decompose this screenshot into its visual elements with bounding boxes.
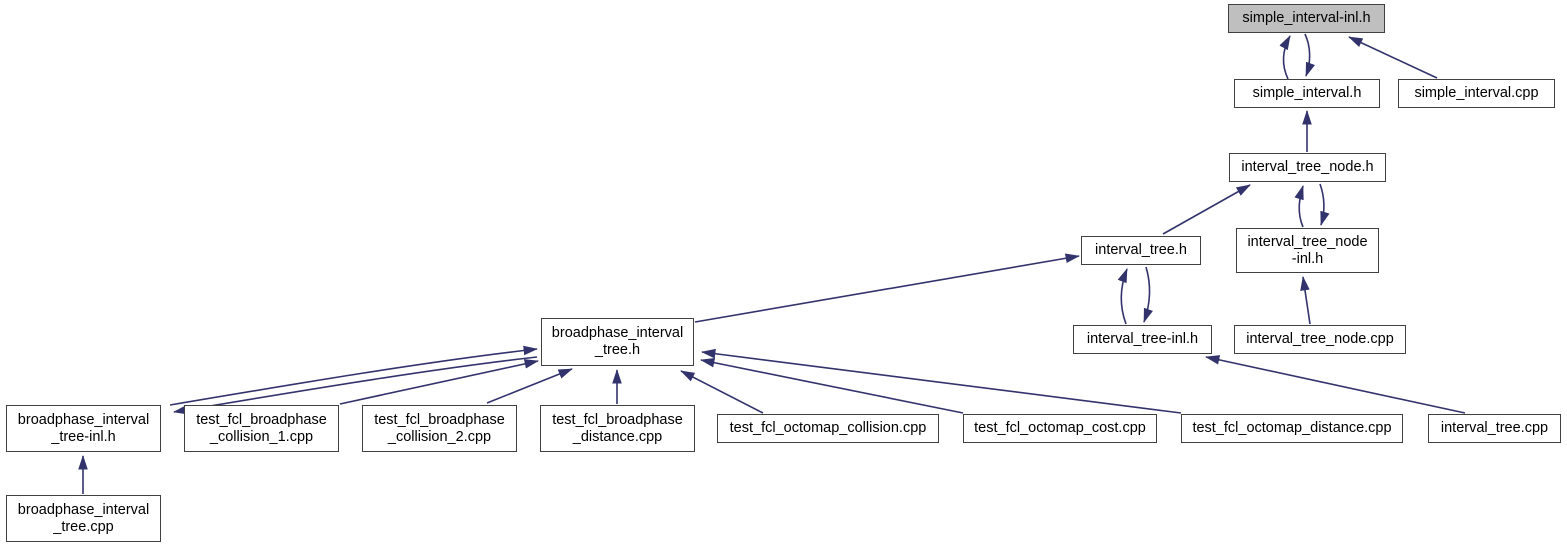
graph-node-label: test_fcl_broadphase _distance.cpp — [552, 411, 683, 445]
edge-interval_tree_cpp-to-interval_tree_inl_h — [1205, 355, 1466, 414]
graph-node-label: broadphase_interval _tree-inl.h — [17, 411, 150, 445]
edge-test_fcl_octomap_cost_cpp-to-broadphase_interval_tree_h — [700, 357, 964, 414]
edge-interval_tree_node_h-to-interval_tree_node_inl_h — [1319, 183, 1330, 226]
graph-node-label: interval_tree.cpp — [1440, 420, 1549, 436]
edge-interval_tree_h-to-interval_tree_inl_h — [1143, 266, 1153, 323]
graph-node-test_fcl_octomap_distance_cpp[interactable]: test_fcl_octomap_distance.cpp — [1181, 414, 1403, 443]
edge-interval_tree_node_inl_h-to-interval_tree_node_h — [1294, 185, 1304, 228]
graph-node-label: simple_interval.h — [1252, 85, 1362, 101]
graph-node-label: broadphase_interval _tree.h — [551, 325, 684, 358]
graph-node-interval_tree_inl_h[interactable]: interval_tree-inl.h — [1073, 325, 1212, 354]
graph-node-interval_tree_node_h[interactable]: interval_tree_node.h — [1229, 153, 1386, 182]
graph-node-label: interval_tree_node -inl.h — [1247, 233, 1368, 267]
graph-node-interval_tree_node_inl_h[interactable]: interval_tree_node -inl.h — [1236, 228, 1379, 273]
graph-node-simple_interval_h[interactable]: simple_interval.h — [1234, 79, 1380, 108]
edge-simple_interval_cpp-to-simple_interval_inl_h — [1348, 36, 1438, 79]
graph-node-interval_tree_cpp[interactable]: interval_tree.cpp — [1428, 414, 1561, 443]
graph-node-interval_tree_h[interactable]: interval_tree.h — [1081, 236, 1201, 265]
graph-node-label: interval_tree_node.cpp — [1246, 331, 1394, 347]
graph-node-simple_interval_cpp[interactable]: simple_interval.cpp — [1398, 79, 1555, 108]
graph-node-broadphase_interval_tree_h[interactable]: broadphase_interval _tree.h — [541, 318, 694, 366]
graph-node-test_fcl_broadphase_collision_2_cpp[interactable]: test_fcl_broadphase _collision_2.cpp — [362, 405, 517, 452]
edge-broadphase_interval_tree_inl_h-to-broadphase_interval_tree_h — [169, 345, 538, 406]
edge-broadphase_interval_tree_h-to-broadphase_interval_tree_inl_h — [173, 356, 538, 415]
graph-node-test_fcl_broadphase_collision_1_cpp[interactable]: test_fcl_broadphase _collision_1.cpp — [184, 405, 339, 452]
edge-test_fcl_broadphase_collision_1_cpp-to-broadphase_interval_tree_h — [339, 359, 539, 405]
graph-node-label: test_fcl_octomap_distance.cpp — [1192, 420, 1392, 436]
edge-interval_tree_node_cpp-to-interval_tree_node_inl_h — [1300, 276, 1311, 325]
graph-node-test_fcl_octomap_collision_cpp[interactable]: test_fcl_octomap_collision.cpp — [717, 414, 939, 443]
edge-simple_interval_inl_h-to-simple_interval_h — [1304, 33, 1316, 77]
graph-node-label: test_fcl_broadphase _collision_1.cpp — [196, 411, 327, 445]
graph-node-broadphase_interval_tree_cpp[interactable]: broadphase_interval _tree.cpp — [6, 495, 161, 542]
graph-node-interval_tree_node_cpp[interactable]: interval_tree_node.cpp — [1234, 325, 1406, 354]
graph-node-label: interval_tree-inl.h — [1086, 331, 1199, 347]
graph-node-broadphase_interval_tree_inl_h[interactable]: broadphase_interval _tree-inl.h — [6, 405, 161, 452]
edge-test_fcl_octomap_distance_cpp-to-broadphase_interval_tree_h — [701, 348, 1182, 414]
graph-node-test_fcl_broadphase_distance_cpp[interactable]: test_fcl_broadphase _distance.cpp — [540, 405, 695, 452]
graph-node-label: test_fcl_broadphase _collision_2.cpp — [374, 411, 505, 445]
graph-node-test_fcl_octomap_cost_cpp[interactable]: test_fcl_octomap_cost.cpp — [963, 414, 1157, 443]
edge-test_fcl_broadphase_collision_2_cpp-to-broadphase_interval_tree_h — [486, 368, 573, 404]
edge-interval_tree_h-to-interval_tree_node_h — [1162, 184, 1251, 235]
graph-node-label: test_fcl_octomap_collision.cpp — [729, 420, 927, 436]
graph-node-label: interval_tree.h — [1095, 242, 1187, 258]
edge-broadphase_interval_tree_h-to-interval_tree_h — [694, 253, 1080, 323]
graph-node-label: broadphase_interval _tree.cpp — [17, 501, 150, 535]
graph-node-label: interval_tree_node.h — [1241, 159, 1374, 175]
edge-interval_tree_inl_h-to-interval_tree_h — [1117, 268, 1128, 325]
edge-simple_interval_h-to-simple_interval_inl_h — [1279, 35, 1291, 80]
graph-node-simple_interval_inl_h[interactable]: simple_interval-inl.h — [1228, 4, 1385, 33]
graph-node-label: simple_interval.cpp — [1414, 85, 1539, 101]
graph-node-label: simple_interval-inl.h — [1242, 10, 1371, 26]
graph-node-label: test_fcl_octomap_cost.cpp — [974, 420, 1146, 436]
